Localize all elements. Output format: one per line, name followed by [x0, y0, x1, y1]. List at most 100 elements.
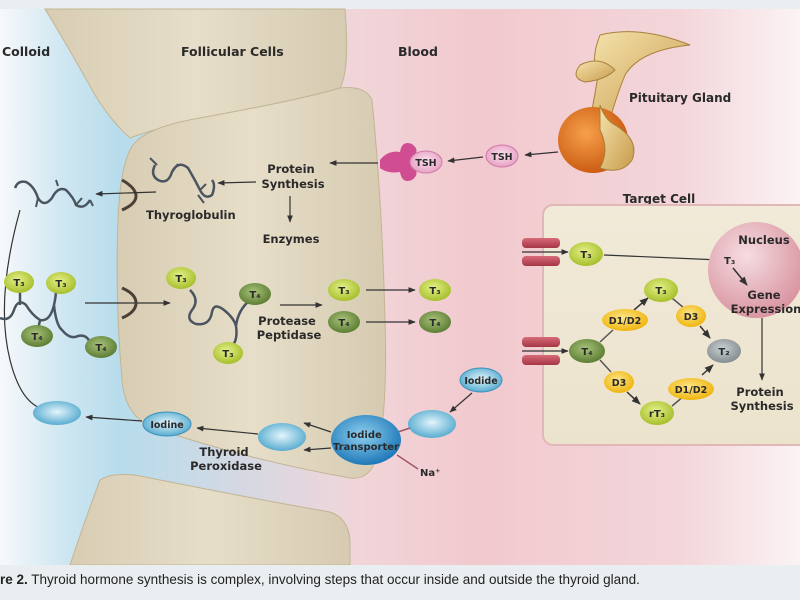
- follicle-hormone-t4: T₄: [239, 283, 271, 305]
- target-hormone-rt3: rT₃: [640, 401, 674, 425]
- colloid-hormone-t3-1: T₃: [4, 271, 34, 293]
- pituitary-gland-label: Pituitary Gland: [629, 91, 731, 105]
- link-t3-d3: [671, 297, 685, 309]
- colloid-thyroglobulin-branches: [35, 179, 94, 208]
- colloid-hormone-t4-1: T₄: [21, 325, 53, 347]
- figure-caption-prefix: re 2.: [0, 572, 28, 587]
- released-hormone-t3: T₃: [328, 279, 360, 301]
- enzymes-label: Enzymes: [263, 232, 320, 246]
- blood-iodide: Iodide: [459, 367, 503, 393]
- follicular-cell-bottom: [69, 474, 351, 566]
- svg-text:Iodine: Iodine: [150, 420, 183, 431]
- arrow-d3-to-rt3: [626, 391, 641, 405]
- arrow-d1d2-to-t2: [701, 364, 714, 376]
- follicle-hormone-t3-1: T₃: [166, 267, 196, 289]
- deiodinase-d3-lower: D3: [604, 371, 634, 393]
- svg-text:T₄: T₄: [429, 318, 440, 329]
- svg-text:Iodide Transporter: Iodide Transporter: [333, 430, 399, 453]
- pituitary-gland: [558, 31, 691, 173]
- svg-text:T₄: T₄: [249, 290, 260, 301]
- arrow-t3-to-nucleus: [603, 254, 721, 263]
- nucleus-label: Nucleus: [738, 233, 790, 247]
- arrow-t3-to-gene-expression: [732, 267, 748, 286]
- arrow-to-thyroglobulin: [217, 179, 257, 186]
- colloid-hormone-t3-2: T₃: [46, 272, 76, 294]
- target-hormone-t2: T₂: [707, 339, 741, 363]
- top-strip: [0, 0, 800, 9]
- tsh-receptor: TSH: [380, 143, 443, 181]
- colloid-cycle-line: [3, 209, 41, 409]
- arrow-d3-to-t2: [699, 325, 711, 339]
- arrow-thyroglobulin-to-colloid: [95, 190, 157, 197]
- svg-text:rT₃: rT₃: [649, 409, 665, 420]
- link-t4-d1d2: [599, 329, 614, 343]
- region-label-follicular-cells: Follicular Cells: [181, 44, 284, 59]
- thyroglobulin-label: Thyroglobulin: [146, 208, 236, 222]
- nucleus: [708, 222, 800, 318]
- svg-text:T₄: T₄: [31, 332, 42, 343]
- membrane-channel-t3: [522, 238, 560, 266]
- svg-text:D3: D3: [684, 312, 699, 323]
- membrane-vesicle-middle: [121, 286, 138, 320]
- svg-text:TSH: TSH: [415, 158, 436, 169]
- transporter-link: [397, 427, 411, 433]
- link-t4-d3: [599, 359, 612, 373]
- svg-text:T₃: T₃: [580, 250, 591, 261]
- svg-text:D1/D2: D1/D2: [609, 316, 641, 327]
- svg-text:TSH: TSH: [491, 152, 512, 163]
- deiodinase-d3-upper: D3: [676, 305, 706, 327]
- svg-text:D3: D3: [612, 378, 627, 389]
- tsh-free: TSH: [485, 144, 519, 168]
- svg-text:T₃: T₃: [222, 349, 233, 360]
- arrow-iodide-to-transport: [449, 392, 473, 413]
- svg-text:T₃: T₃: [13, 278, 24, 289]
- arrow-d1d2-to-t3: [633, 297, 649, 311]
- arrow-to-iodine: [196, 425, 259, 435]
- target-hormone-t3: T₃: [644, 278, 678, 302]
- svg-text:T₃: T₃: [655, 286, 666, 297]
- target-hormone-t3-entry: T₃: [569, 242, 603, 266]
- deiodinase-d1d2-lower: D1/D2: [668, 378, 714, 400]
- svg-text:T₄: T₄: [338, 318, 349, 329]
- svg-text:T₄: T₄: [95, 343, 106, 354]
- colloid-hormone-t4-2: T₄: [85, 336, 117, 358]
- iodine-molecule: Iodine: [142, 411, 192, 437]
- iodide-molecule-cell: [258, 423, 306, 451]
- protein-synthesis-label: Protein Synthesis: [261, 162, 324, 191]
- thyroid-peroxidase-label: Thyroid Peroxidase: [190, 445, 262, 473]
- follicle-hormone-t3-2: T₃: [213, 342, 243, 364]
- svg-text:T₃: T₃: [429, 286, 440, 297]
- nucleus-t3: T₃: [724, 256, 735, 267]
- svg-text:T₂: T₂: [718, 347, 729, 358]
- arrow-transporter-down: [303, 446, 332, 453]
- sodium-label: Na⁺: [420, 468, 440, 479]
- region-label-colloid: Colloid: [2, 44, 50, 59]
- region-label-target-cell: Target Cell: [623, 192, 695, 206]
- figure-caption-text: Thyroid hormone synthesis is complex, in…: [27, 572, 640, 587]
- iodide-molecule-blood: [408, 410, 456, 438]
- membrane-channel-t4: [522, 337, 560, 365]
- protease-peptidase-label: Protease Peptidase: [257, 314, 322, 342]
- released-hormone-t4: T₄: [328, 311, 360, 333]
- iodide-transporter: Iodide Transporter: [331, 415, 401, 465]
- arrow-transporter-up: [303, 422, 332, 433]
- svg-text:T₃: T₃: [55, 279, 66, 290]
- svg-text:Iodide: Iodide: [464, 376, 497, 387]
- sodium-link: [396, 454, 419, 470]
- svg-text:T₄: T₄: [581, 347, 592, 358]
- svg-text:T₃: T₃: [175, 274, 186, 285]
- figure-caption: re 2. Thyroid hormone synthesis is compl…: [0, 565, 800, 600]
- blood-hormone-t3: T₃: [419, 279, 451, 301]
- arrow-iodine-to-colloid: [85, 414, 143, 422]
- target-protein-synthesis-label: Protein Synthesis: [730, 385, 793, 413]
- thyroglobulin-chain: [151, 163, 216, 198]
- arrow-tsh-to-receptor: [447, 156, 484, 164]
- arrow-pituitary-to-tsh: [524, 151, 559, 158]
- svg-text:D1/D2: D1/D2: [675, 385, 707, 396]
- svg-text:T₃: T₃: [338, 286, 349, 297]
- region-label-blood: Blood: [398, 44, 438, 59]
- blood-hormone-t4: T₄: [419, 311, 451, 333]
- gene-expression-label: Gene Expression: [731, 288, 800, 316]
- membrane-vesicle-top: [121, 178, 138, 212]
